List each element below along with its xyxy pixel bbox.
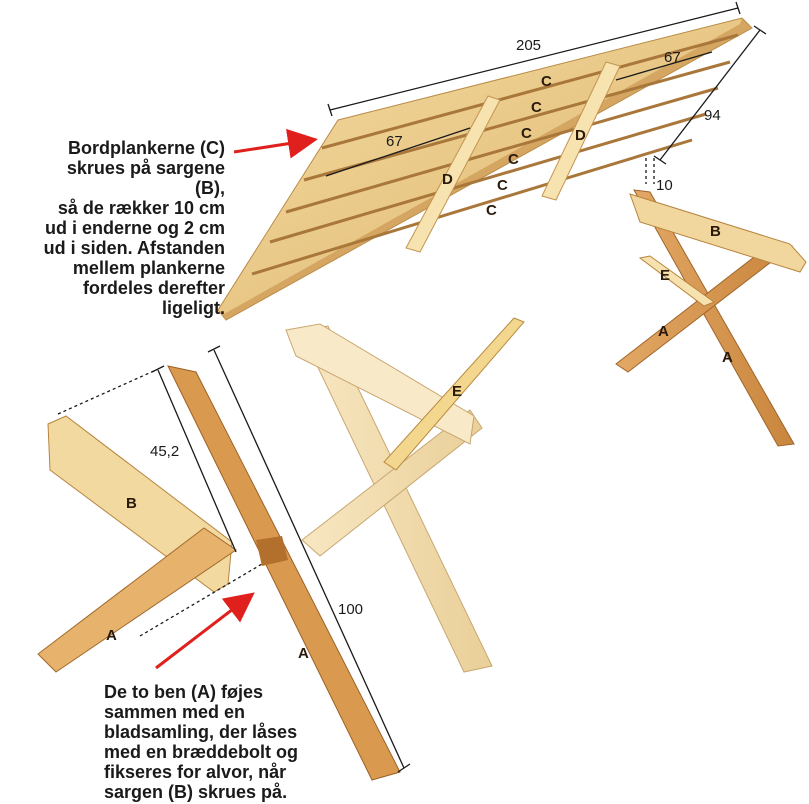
- arrow-bottom: [155, 592, 255, 670]
- label-batten-left: D: [442, 171, 453, 188]
- label-plank-6: C: [486, 202, 497, 219]
- label-bearer: B: [126, 495, 137, 512]
- top-dimension-lines: [325, 1, 767, 184]
- batten-left: [405, 95, 501, 253]
- label-small-brace: E: [660, 267, 670, 284]
- label-pale-brace: E: [452, 383, 462, 400]
- dim-batten-left: 67: [386, 133, 403, 150]
- label-leg-left: A: [106, 627, 117, 644]
- label-plank-4: C: [508, 151, 519, 168]
- batten-right: [541, 61, 621, 201]
- leg-assembly-exploded: [37, 365, 401, 781]
- leg-assembly-pale: [285, 317, 525, 673]
- label-plank-2: C: [531, 99, 542, 116]
- table-top: [217, 17, 753, 321]
- caption-leg-joint: De to ben (A) føjes sammen med en bladsa…: [104, 682, 299, 802]
- left-dimension-lines: [57, 345, 411, 773]
- label-small-bearer: B: [710, 223, 721, 240]
- dim-bearer-length: 45,2: [150, 443, 179, 460]
- label-plank-3: C: [521, 125, 532, 142]
- label-plank-1: C: [541, 73, 552, 90]
- arrow-top: [233, 128, 318, 159]
- caption-table-top: Bordplankerne (C) skrues på sargene (B),…: [43, 138, 225, 318]
- label-small-leg-2: A: [722, 349, 733, 366]
- dim-leg-height: 100: [338, 601, 363, 618]
- label-batten-right: D: [575, 127, 586, 144]
- leg-a-long: [167, 365, 401, 781]
- label-small-leg-1: A: [658, 323, 669, 340]
- label-leg-long: A: [298, 645, 309, 662]
- leg-assembly-small: [615, 189, 807, 447]
- dim-overhang: 10: [656, 177, 673, 194]
- dim-length: 205: [516, 37, 541, 54]
- dim-batten-right: 67: [664, 49, 681, 66]
- dim-width: 94: [704, 107, 721, 124]
- label-plank-5: C: [497, 177, 508, 194]
